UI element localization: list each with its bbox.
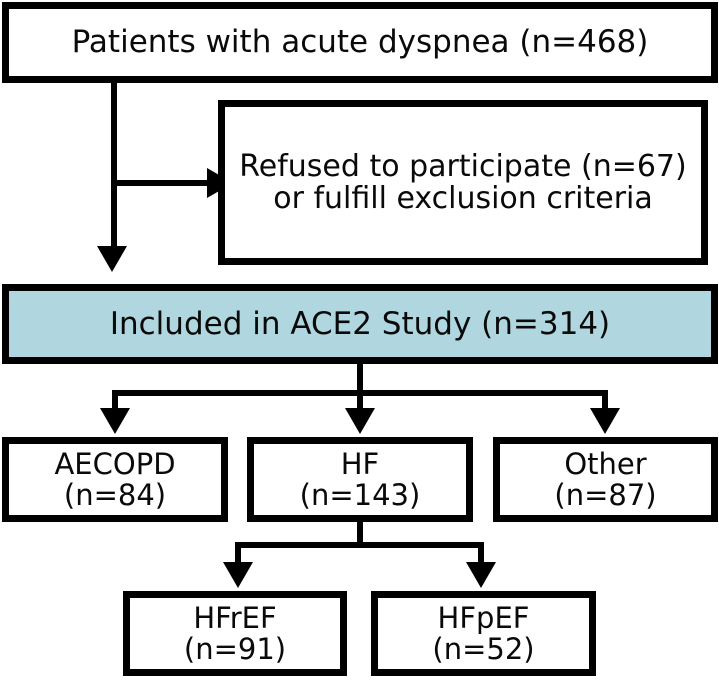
node-hfref: HFrEF (n=91)	[123, 591, 347, 676]
node-hfpef: HFpEF (n=52)	[371, 591, 596, 676]
node-label: HFrEF (n=91)	[183, 600, 287, 666]
node-included-in-ace2-study: Included in ACE2 Study (n=314)	[2, 284, 718, 364]
node-label: Included in ACE2 Study (n=314)	[109, 305, 611, 342]
connector-included-trunk	[357, 364, 363, 396]
node-label: HF (n=143)	[299, 446, 421, 512]
connector-leg-hfpef	[478, 542, 484, 568]
node-label: Other (n=87)	[554, 446, 657, 512]
connector-leg-other	[602, 390, 608, 414]
node-label: AECOPD (n=84)	[54, 446, 176, 512]
connector-hf-trunk	[357, 522, 363, 548]
arrow-down-icon-to-hf	[345, 408, 375, 434]
node-patients-with-acute-dyspnea: Patients with acute dyspnea (n=468)	[2, 2, 718, 83]
arrow-down-icon-to-other	[590, 408, 620, 434]
connector-split-bar-hf-subtypes	[235, 542, 484, 548]
node-label: Refused to participate (n=67) or fulfill…	[239, 148, 687, 216]
arrow-down-icon-to-aecopd	[100, 408, 130, 434]
arrow-down-icon-to-included	[97, 246, 127, 272]
connector-enrolled-trunk	[111, 83, 117, 248]
node-refused-or-excluded: Refused to participate (n=67) or fulfill…	[218, 100, 708, 265]
connector-leg-hf	[357, 390, 363, 414]
node-label: Patients with acute dyspnea (n=468)	[71, 24, 649, 61]
arrow-down-icon-to-hfref	[223, 562, 253, 588]
node-hf: HF (n=143)	[247, 437, 473, 522]
connector-leg-aecopd	[112, 390, 118, 414]
node-label: HFpEF (n=52)	[432, 600, 535, 666]
node-other: Other (n=87)	[493, 437, 718, 522]
node-aecopd: AECOPD (n=84)	[2, 437, 228, 522]
arrow-down-icon-to-hfpef	[466, 562, 496, 588]
connector-to-excluded	[114, 180, 210, 186]
connector-leg-hfref	[235, 542, 241, 568]
